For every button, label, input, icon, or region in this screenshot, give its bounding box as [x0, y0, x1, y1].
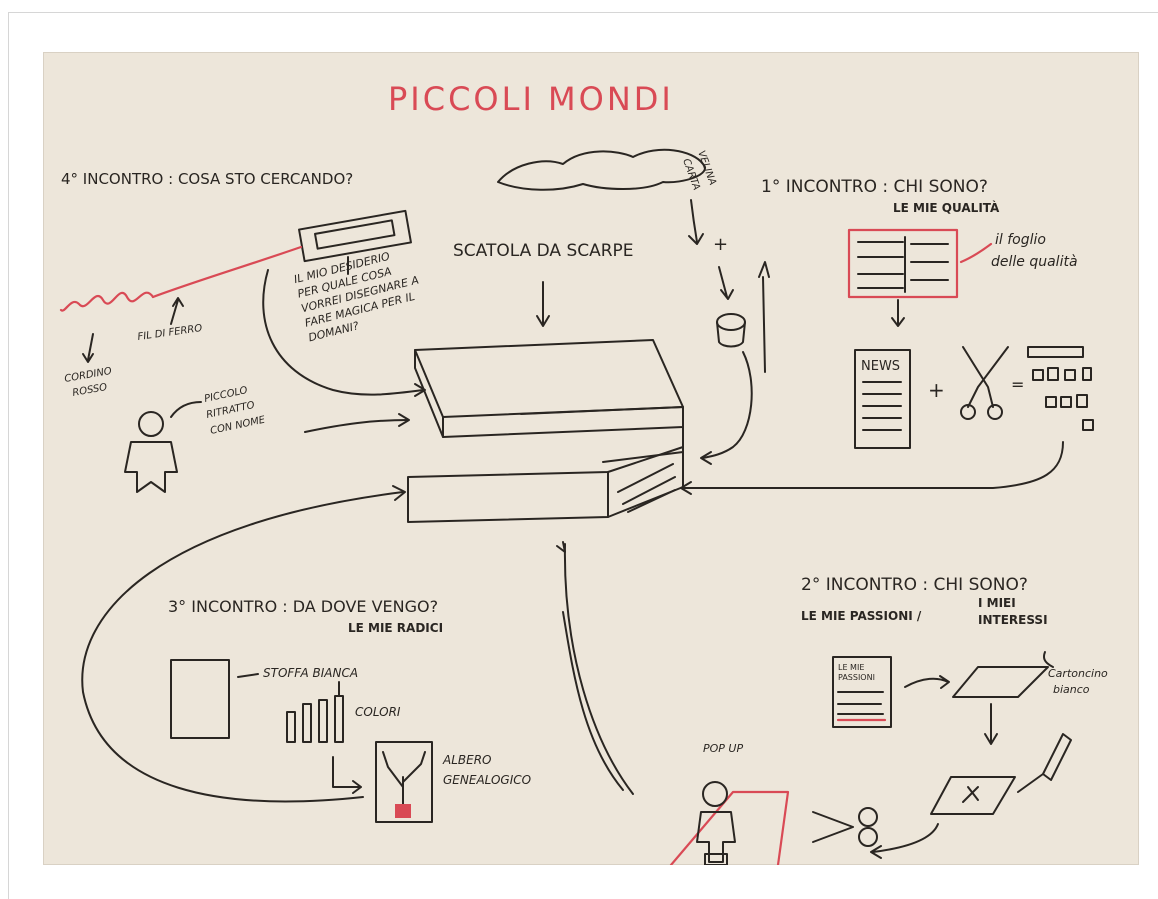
svg-text:+: + [713, 234, 728, 255]
session-1-sub: LE MIE QUALITÀ [893, 200, 1000, 215]
red-cord [151, 245, 303, 299]
cartoncino-label-2: bianco [1053, 683, 1090, 696]
session-2-sub-c: INTERESSI [978, 613, 1048, 627]
wish-card [298, 209, 412, 263]
white-cloth-icon [170, 659, 230, 739]
scissors-lower-icon [812, 807, 878, 847]
cartoncino-label-1: Cartoncino [1048, 667, 1108, 680]
page-title: PICCOLI MONDI [388, 80, 674, 118]
passions-sheet-icon [832, 656, 892, 728]
pot-icon [716, 313, 746, 331]
scissors-icon [962, 346, 1009, 408]
colori-label: COLORI [355, 705, 401, 719]
svg-text:=: = [1011, 375, 1024, 394]
pop-up-label: POP UP [703, 742, 743, 755]
white-card-icon [952, 666, 1049, 698]
fil-di-ferro-label: FIL DI FERRO [137, 323, 203, 343]
stick-icon [758, 261, 770, 373]
foglio-label-1: il foglio [995, 232, 1046, 248]
drawing-card-icon [930, 776, 1016, 815]
session-2-sub-b: I MIEI [978, 596, 1016, 610]
session-2-heading: 2° INCONTRO : CHI SONO? [801, 575, 1028, 595]
person-icon [124, 411, 178, 493]
velina-arrow [690, 199, 698, 243]
session-3-heading: 3° INCONTRO : DA DOVE VENGO? [168, 597, 438, 616]
cutouts-arrow [682, 441, 1064, 489]
session-3-sub: LE MIE RADICI [348, 621, 443, 635]
box-label: SCATOLA DA SCARPE [453, 241, 634, 261]
qualities-sheet [847, 228, 959, 299]
stoffa-label: STOFFA BIANCA [263, 666, 358, 680]
pencil-icon [1017, 733, 1072, 793]
albero-label-1: ALBERO [442, 753, 492, 767]
cloud-icon [497, 148, 706, 191]
svg-text:+: + [928, 378, 945, 402]
sketch-photo: PICCOLI MONDI 4° INCONTRO : COSA STO CER… [43, 52, 1139, 865]
newspaper-icon [854, 349, 911, 449]
session-4-heading: 4° INCONTRO : COSA STO CERCANDO? [61, 170, 353, 188]
pop-up-base [669, 790, 790, 865]
cordino-label-2: ROSSO [72, 382, 109, 399]
session-2-sub-a: LE MIE PASSIONI / [801, 609, 922, 623]
shoebox-icon [407, 339, 684, 523]
pop-up-figure-icon [696, 781, 736, 865]
news-label: NEWS [861, 359, 900, 374]
family-tree-icon [375, 741, 433, 823]
session-1-heading: 1° INCONTRO : CHI SONO? [761, 177, 988, 197]
albero-label-2: GENEALOGICO [443, 773, 531, 787]
passioni-label-1: LE MIE [838, 663, 864, 672]
foglio-label-2: delle qualità [991, 254, 1078, 270]
passioni-label-2: PASSIONI [838, 673, 875, 682]
colors-icon [286, 681, 344, 743]
sketch-drawing: PICCOLI MONDI 4° INCONTRO : COSA STO CER… [59, 80, 1108, 865]
cutouts-icon [1027, 346, 1094, 431]
